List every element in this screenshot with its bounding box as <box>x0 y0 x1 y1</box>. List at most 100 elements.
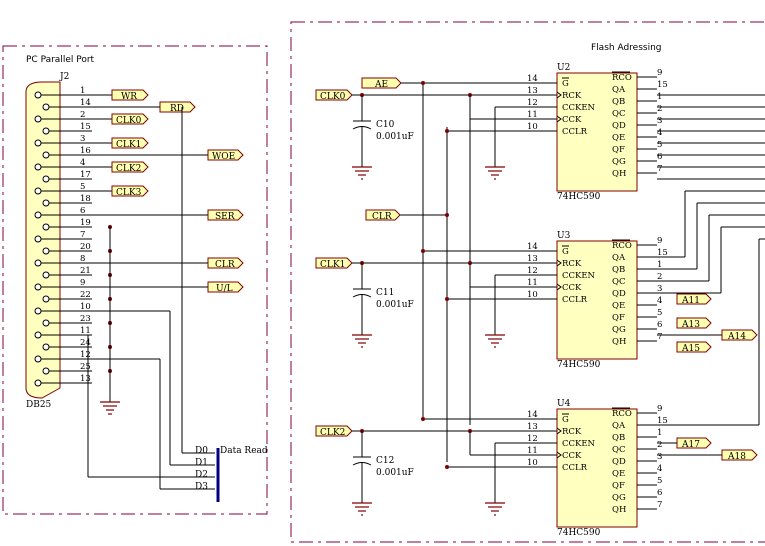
db25-pin-number: 21 <box>80 266 91 276</box>
db25-pin-number: 11 <box>80 326 91 336</box>
chip-pin-number: 7 <box>657 500 662 510</box>
svg-text:A11: A11 <box>681 296 700 306</box>
db25-pin-7 <box>34 235 42 243</box>
db25-pin-8 <box>34 259 42 267</box>
svg-text:CLK2: CLK2 <box>320 428 345 438</box>
db25-pin-11 <box>34 331 42 339</box>
db25-pin-number: 2 <box>80 110 85 120</box>
svg-text:A18: A18 <box>727 452 746 462</box>
svg-text:A14: A14 <box>727 332 746 342</box>
capacitor-ref: C11 <box>376 288 394 298</box>
chip-pin-name: QF <box>612 481 625 491</box>
chip-pin-name: QG <box>612 157 626 167</box>
chip-pin-name: QA <box>612 253 626 263</box>
svg-text:SER: SER <box>215 212 235 222</box>
chip-pin-number: 5 <box>657 140 662 150</box>
db25-connector-body <box>25 81 61 399</box>
chip-part: 74HC590 <box>557 360 601 370</box>
net-label-clk2-flash: CLK2 <box>315 425 353 438</box>
chip-pin-name: QB <box>612 265 625 275</box>
chip-pin-number: 5 <box>657 308 662 318</box>
chip-pin-name: CCKEN <box>562 103 596 113</box>
chip-pin-number: 11 <box>527 446 538 456</box>
chip-pin-number: 14 <box>527 242 538 252</box>
db25-pin-number: 12 <box>80 350 91 360</box>
svg-text:WR: WR <box>121 92 137 102</box>
chip-u4 <box>556 408 638 528</box>
db25-pin-number: 4 <box>80 158 85 168</box>
chip-pin-name: QC <box>612 109 625 119</box>
svg-text:WOE: WOE <box>212 152 235 162</box>
capacitor-ref: C10 <box>376 120 395 130</box>
svg-text:CLK0: CLK0 <box>320 92 346 102</box>
db25-pin-number: 8 <box>80 254 85 264</box>
chip-pin-number: 9 <box>657 404 662 414</box>
chip-pin-number: 2 <box>657 440 662 450</box>
chip-pin-name: CCKEN <box>562 271 596 281</box>
chip-part: 74HC590 <box>557 528 601 538</box>
svg-text:CLK0: CLK0 <box>116 116 142 126</box>
chip-pin-name: CCK <box>562 115 582 125</box>
section-title-parallel-port: PC Parallel Port <box>26 55 95 65</box>
db25-pin-number: 10 <box>80 302 91 312</box>
chip-pin-number: 4 <box>657 296 662 306</box>
net-label-clk2-port: CLK2 <box>111 161 149 174</box>
db25-pin-25 <box>42 367 50 375</box>
net-label-a14: A14 <box>721 329 758 342</box>
svg-text:CLR: CLR <box>215 260 235 270</box>
chip-pin-number: 13 <box>527 422 538 432</box>
svg-text:CLK1: CLK1 <box>116 140 141 150</box>
chip-pin-number: 1 <box>657 428 662 438</box>
chip-pin-name: RCO <box>612 409 632 419</box>
chip-pin-name: QA <box>612 85 626 95</box>
svg-text:U/L: U/L <box>216 284 233 294</box>
db25-pin-number: 23 <box>80 314 91 324</box>
net-label-a13: A13 <box>676 317 712 330</box>
chip-pin-name: G <box>562 79 569 89</box>
db25-pin-22 <box>42 295 50 303</box>
net-label-clk1-flash: CLK1 <box>315 257 353 270</box>
chip-pin-name: G <box>562 415 569 425</box>
chip-pin-name: RCK <box>562 91 582 101</box>
db25-pin-number: 24 <box>80 338 91 348</box>
data-bus-title: Data Read <box>220 446 268 456</box>
net-label-ae: AE <box>361 77 402 90</box>
chip-ref: U3 <box>557 231 571 241</box>
net-label-clk3-port: CLK3 <box>111 185 149 198</box>
svg-text:AE: AE <box>374 80 388 90</box>
db25-pin-number: 20 <box>80 242 91 252</box>
net-label-woe: WOE <box>207 149 244 162</box>
svg-text:CLR: CLR <box>372 212 392 222</box>
chip-pin-number: 4 <box>657 128 662 138</box>
connector-ref: J2 <box>59 72 69 82</box>
chip-pin-number: 11 <box>527 278 538 288</box>
chip-u2 <box>556 72 638 192</box>
db25-pin-number: 25 <box>80 362 91 372</box>
db25-pin-20 <box>42 247 50 255</box>
db25-pin-2 <box>34 115 42 123</box>
net-label-a17: A17 <box>676 437 712 450</box>
db25-pin-16 <box>42 151 50 159</box>
chip-pin-name: QA <box>612 421 626 431</box>
chip-pin-name: RCK <box>562 259 582 269</box>
db25-pin-number: 18 <box>80 194 91 204</box>
chip-pin-name: QE <box>612 301 625 311</box>
chip-pin-number: 13 <box>527 254 538 264</box>
net-label-a11: A11 <box>676 293 712 306</box>
chip-pin-number: 10 <box>527 458 538 468</box>
net-label-rd: RD <box>159 101 196 114</box>
svg-text:CLK1: CLK1 <box>320 260 345 270</box>
chip-pin-name: QC <box>612 445 625 455</box>
db25-pin-number: 16 <box>80 146 91 156</box>
db25-pin-number: 5 <box>80 182 85 192</box>
chip-pin-number: 1 <box>657 92 662 102</box>
svg-text:A15: A15 <box>681 344 700 354</box>
chip-pin-number: 3 <box>657 284 662 294</box>
chip-pin-number: 15 <box>657 248 668 258</box>
chip-u3 <box>556 240 638 360</box>
chip-pin-name: G <box>562 247 569 257</box>
chip-pin-number: 12 <box>527 98 538 108</box>
chip-pin-name: QD <box>612 457 626 467</box>
parallel-port-section-border <box>2 45 268 515</box>
